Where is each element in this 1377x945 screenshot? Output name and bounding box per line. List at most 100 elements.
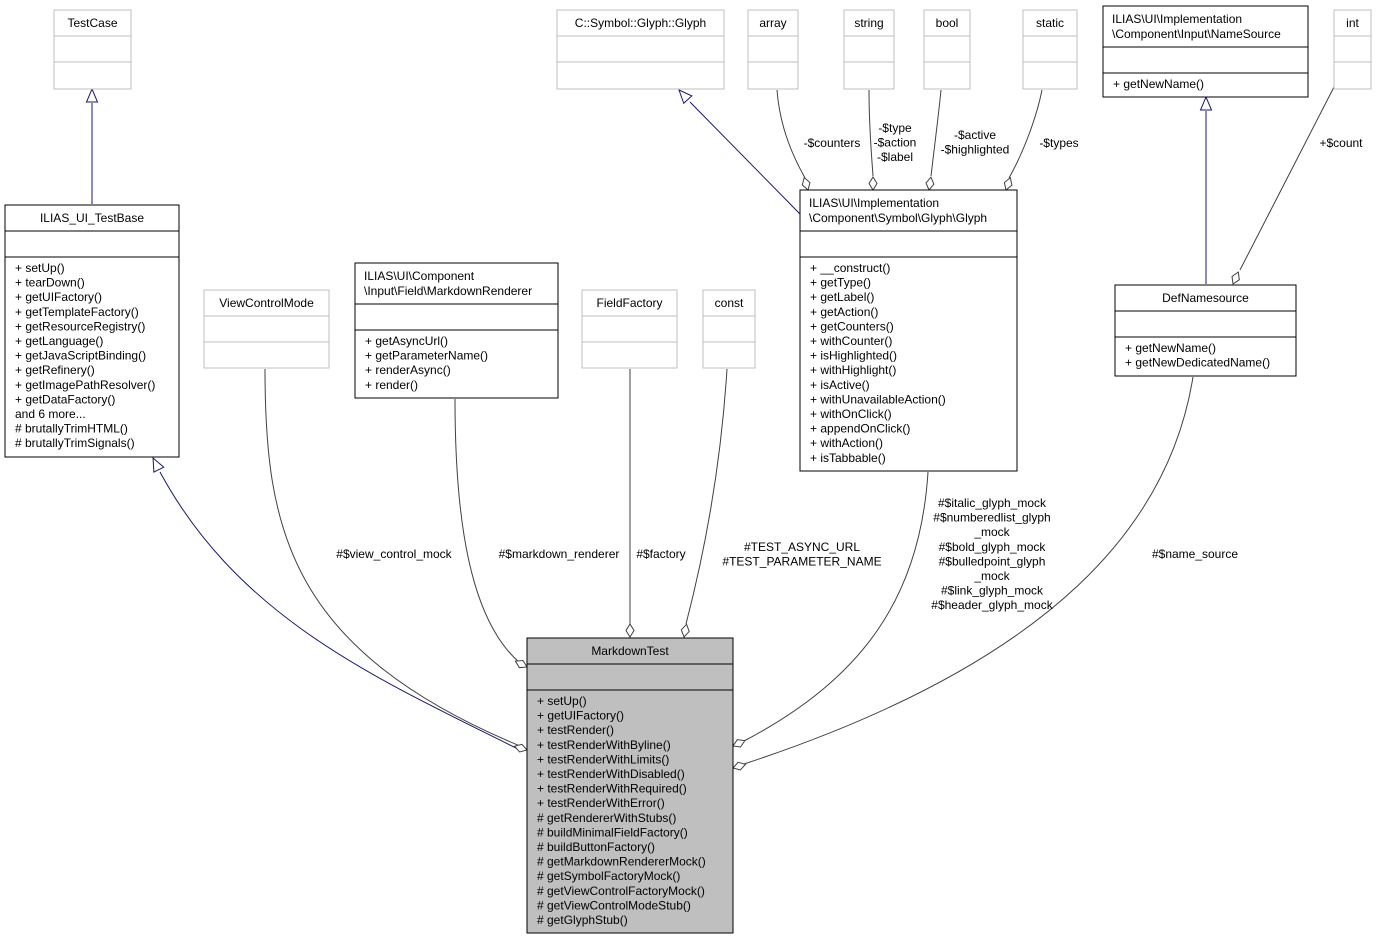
class-method: + getJavaScriptBinding(): [15, 349, 146, 363]
class-box-frame: [747, 9, 799, 90]
class-title: array: [759, 16, 786, 30]
class-method: # buildButtonFactory(): [537, 840, 655, 854]
class-method: + getType(): [810, 276, 871, 290]
edge-label-const-names: #TEST_PARAMETER_NAME: [722, 555, 881, 569]
class-title: TestCase: [67, 16, 117, 30]
class-box-defnamesource[interactable]: DefNamesource + getNewName()+ getNewDedic…: [1114, 284, 1297, 377]
class-title: ILIAS\UI\Implementation: [1112, 12, 1242, 26]
class-title: FieldFactory: [596, 296, 662, 310]
class-title: ILIAS\UI\Implementation: [809, 196, 939, 210]
class-method: + withAction(): [810, 436, 883, 450]
class-box-array[interactable]: array: [747, 9, 799, 90]
aggregation-diamond-glyph-mocks: [732, 739, 746, 748]
class-title: string: [854, 16, 883, 30]
aggregation-diamond-factory: [625, 623, 635, 638]
class-box-bool[interactable]: bool: [923, 9, 971, 90]
class-box-csymbolglyph[interactable]: C::Symbol::Glyph::Glyph: [556, 9, 725, 90]
class-box-viewcontrolmode[interactable]: ViewControlMode: [203, 289, 330, 369]
edge-label-types: -$types: [1039, 136, 1078, 150]
class-method: + testRenderWithByline(): [537, 738, 671, 752]
edge-label-view-control: #$view_control_mock: [336, 547, 452, 561]
edge-label-counters: -$counters: [804, 136, 861, 150]
class-box-frame: [1022, 9, 1078, 90]
class-method: + getCounters(): [810, 319, 894, 333]
class-method: + getUIFactory(): [537, 709, 624, 723]
class-method: + renderAsync(): [365, 363, 451, 377]
association-edge-active-highlighted: [930, 89, 942, 177]
class-method: # getViewControlModeStub(): [537, 898, 691, 912]
class-method: + getParameterName(): [365, 349, 488, 363]
edge-label-glyph-mocks: _mock: [973, 569, 1010, 583]
class-box-string[interactable]: string: [843, 9, 895, 90]
aggregation-diamond-markdown-renderer: [514, 659, 528, 669]
class-title: ViewControlMode: [219, 296, 314, 310]
class-box-markdownrenderer[interactable]: ILIAS\UI\Component\Input\Field\MarkdownR…: [354, 262, 559, 399]
class-method: + isActive(): [810, 378, 870, 392]
class-box-frame: [1114, 284, 1297, 377]
class-method: + __construct(): [810, 261, 890, 275]
class-box-frame: [53, 9, 132, 90]
aggregation-diamond-counters: [801, 176, 811, 191]
class-method: + getNewName(): [1125, 341, 1216, 355]
association-edge-glyph-mocks: [743, 471, 929, 742]
class-method: # brutallyTrimSignals(): [15, 436, 135, 450]
edge-label-glyph-mocks: _mock: [973, 525, 1010, 539]
edge-label-glyph-mocks: #$numberedlist_glyph: [933, 511, 1050, 525]
class-method: + tearDown(): [15, 276, 85, 290]
class-method: + isTabbable(): [810, 451, 886, 465]
aggregation-diamond-view-control-mock: [513, 743, 528, 753]
class-box-namesource[interactable]: ILIAS\UI\Implementation\Component\Input\…: [1102, 5, 1309, 98]
class-box-fieldfactory[interactable]: FieldFactory: [581, 289, 678, 369]
class-method: + getDataFactory(): [15, 392, 115, 406]
class-method: # getMarkdownRendererMock(): [537, 855, 706, 869]
class-box-const[interactable]: const: [702, 289, 756, 369]
class-method: + isHighlighted(): [810, 349, 897, 363]
class-method: + withUnavailableAction(): [810, 392, 946, 406]
class-box-markdowntest[interactable]: MarkdownTest+ setUp()+ getUIFactory()+ t…: [526, 637, 734, 934]
class-box-glyph[interactable]: ILIAS\UI\Implementation\Component\Symbol…: [799, 189, 1018, 472]
class-box-frame: [526, 637, 734, 934]
class-box-ui_testbase[interactable]: ILIAS_UI_TestBase+ setUp()+ tearDown()+ …: [4, 204, 180, 458]
class-method: + testRenderWithDisabled(): [537, 767, 685, 781]
class-method: + setUp(): [15, 261, 65, 275]
class-method: and 6 more...: [15, 407, 86, 421]
inheritance-arrowhead-defnamesource-to-namesource: [1199, 95, 1213, 111]
class-method: + getUIFactory(): [15, 290, 102, 304]
inheritance-edge-glyph-to-csymbolglyph: [689, 101, 801, 215]
class-box-testcase[interactable]: TestCase: [53, 9, 132, 90]
edge-label-active-highlighted: -$highlighted: [941, 143, 1010, 157]
class-method: # buildMinimalFieldFactory(): [537, 825, 688, 839]
class-method: + getNewDedicatedName(): [1125, 356, 1270, 370]
class-box-frame: [581, 289, 678, 369]
association-edge-view-control-mock: [264, 368, 521, 747]
class-box-frame: [556, 9, 725, 90]
class-method: + getResourceRegistry(): [15, 319, 145, 333]
class-box-static[interactable]: static: [1022, 9, 1078, 90]
class-title: DefNamesource: [1162, 291, 1249, 305]
class-title: C::Symbol::Glyph::Glyph: [575, 16, 706, 30]
class-box-int[interactable]: int: [1333, 9, 1372, 90]
edge-label-name-source: #$name_source: [1152, 547, 1238, 561]
class-title: const: [715, 296, 744, 310]
class-title: int: [1346, 16, 1359, 30]
edge-label-count: +$count: [1319, 136, 1363, 150]
association-edge-name-source: [743, 376, 1194, 765]
class-title: \Component\Input\NameSource: [1112, 27, 1281, 41]
aggregation-diamond-active-highlighted: [925, 176, 935, 191]
aggregation-diamond-count: [1231, 271, 1240, 285]
edge-label-type-action-label: -$type: [878, 121, 912, 135]
inheritance-arrowhead-testbase-to-testcase: [85, 87, 99, 103]
class-method: + getLabel(): [810, 290, 874, 304]
class-method: # brutallyTrimHTML(): [15, 422, 128, 436]
class-method: + testRenderWithLimits(): [537, 752, 669, 766]
class-box-frame: [1102, 5, 1309, 98]
class-method: + testRender(): [537, 723, 614, 737]
edge-label-glyph-mocks: #$bulledpoint_glyph: [939, 554, 1046, 568]
class-method: + withHighlight(): [810, 363, 896, 377]
aggregation-diamond-types: [1003, 176, 1013, 191]
class-method: + withOnClick(): [810, 407, 892, 421]
class-method: + getRefinery(): [15, 363, 95, 377]
inheritance-arrowhead-markdowntest-to-testbase: [152, 456, 165, 473]
